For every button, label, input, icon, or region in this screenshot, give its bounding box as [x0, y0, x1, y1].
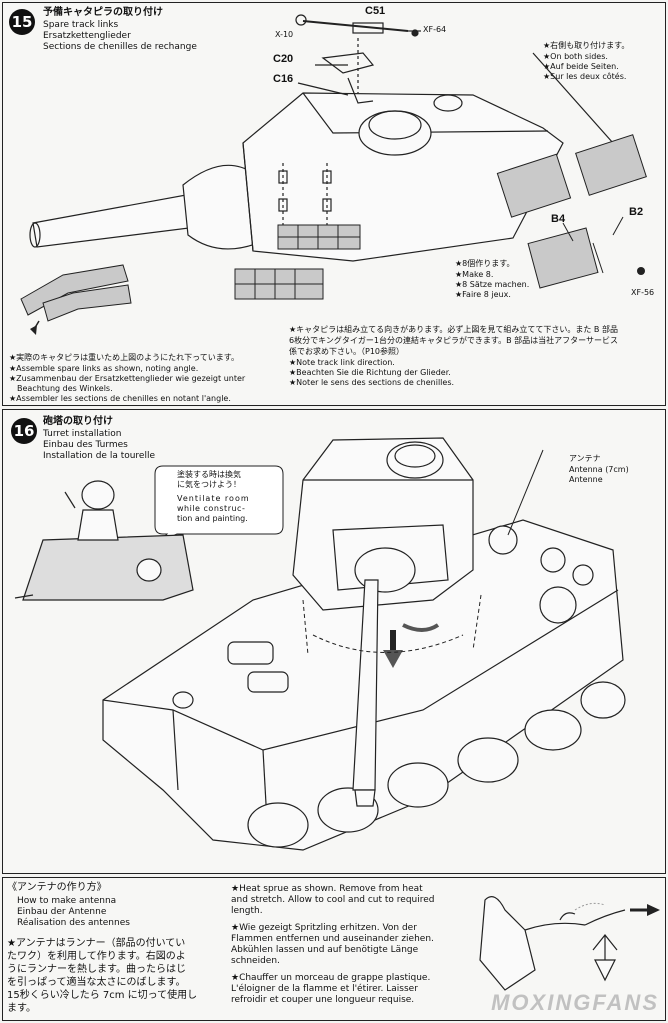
- howto-jp-3: うにランナーを熱します。曲ったらはじ: [7, 964, 186, 975]
- step-16-panel: 16 砲塔の取り付け Turret installation Einbau de…: [2, 409, 666, 874]
- note-left-1: ★実際のキャタピラは重いため上図のようにたれ下っています。: [9, 353, 239, 362]
- note-left-5: ★Assembler les sections de chenilles en …: [9, 394, 231, 403]
- howto-title-en: How to make antenna: [17, 896, 117, 906]
- part-label-c20: C20: [273, 53, 294, 65]
- note-right-5: ★Beachten Sie die Richtung der Glieder.: [289, 368, 451, 377]
- bubble-en-3: tion and painting.: [177, 514, 248, 523]
- step-title-jp: 砲塔の取り付け: [43, 416, 113, 427]
- note-both-sides-en: ★On both sides.: [543, 52, 608, 61]
- howto-de-2: Flammen entfernen und auseinander ziehen…: [231, 934, 434, 944]
- howto-en-1: ★Heat sprue as shown. Remove from heat: [231, 884, 423, 894]
- antenna-label-en: Antenna (7cm): [569, 465, 629, 474]
- note-left-4: Beachtung des Winkels.: [17, 384, 113, 393]
- howto-en-3: length.: [231, 906, 263, 916]
- note-left-2: ★Assemble spare links as shown, noting a…: [9, 364, 199, 373]
- howto-jp-1: ★アンテナはランナー（部品の付いてい: [7, 938, 186, 949]
- howto-fr-1: ★Chauffer un morceau de grappe plastique…: [231, 973, 431, 983]
- howto-jp-6: ます。: [7, 1003, 36, 1014]
- howto-fr-3: refroidir et couper une longueur requise…: [231, 995, 415, 1005]
- step-title-fr: Installation de la tourelle: [43, 451, 156, 461]
- paint-label-xf64: XF-64: [423, 25, 447, 34]
- howto-de-3: Abkühlen lassen und auf benötigte Länge: [231, 945, 419, 955]
- sprue-stretch-illustration: [479, 896, 660, 991]
- note-make8-jp: ★8個作ります。: [455, 259, 515, 268]
- bubble-jp-2: に気をつけよう！: [177, 480, 241, 489]
- note-both-sides-fr: ★Sur les deux côtés.: [543, 72, 627, 81]
- howto-jp-5: 15秒くらい冷したら 7cm に切って使用し: [7, 990, 198, 1001]
- howto-jp-4: を引っぱって適当な太さにのばします。: [7, 977, 186, 988]
- bubble-jp-1: 塗装する時は換気: [177, 470, 241, 479]
- watermark: MOXINGFANS: [491, 990, 659, 1015]
- part-label-x10: X-10: [275, 30, 294, 39]
- note-right-3: 係でお求め下さい。（P10参照）: [289, 347, 405, 356]
- howto-jp-2: たワク）を利用して作ります。右図のよ: [7, 951, 186, 962]
- step-number: 15: [9, 9, 35, 35]
- step-15-panel: 15 予備キャタピラの取り付け Spare track links Ersatz…: [2, 2, 666, 406]
- note-both-sides-jp: ★右側も取り付けます。: [543, 41, 630, 50]
- note-right-4: ★Note track link direction.: [289, 358, 395, 367]
- howto-title-de: Einbau der Antenne: [17, 907, 107, 917]
- note-make8-de: ★8 Sätze machen.: [455, 280, 530, 289]
- bubble-en-2: while construc-: [177, 504, 246, 513]
- howto-de-4: schneiden.: [231, 956, 280, 966]
- paint-label-xf56: XF-56: [631, 288, 655, 297]
- step-title-en: Spare track links: [43, 20, 119, 30]
- step-title-en: Turret installation: [43, 429, 122, 439]
- note-right-1: ★キャタピラは組み立てる向きがあります。必ず上図を見て組み立てて下さい。また B…: [289, 325, 618, 334]
- note-right-2: 6枚分でキングタイガー1台分の連結キャタピラができます。B 部品は当社アフターサ…: [289, 336, 619, 345]
- note-make8-en: ★Make 8.: [455, 270, 494, 279]
- note-left-3: ★Zusammenbau der Ersatzkettenglieder wie…: [9, 374, 246, 383]
- bubble-en-1: Ventilate room: [177, 494, 250, 503]
- antenna-howto-panel: 《アンテナの作り方》 How to make antenna Einbau de…: [2, 877, 666, 1021]
- turret-spare-links-drawing: [20, 14, 647, 335]
- turret-installation-drawing: [14, 437, 626, 851]
- part-label-c51: C51: [365, 5, 386, 17]
- howto-fr-2: L'éloigner de la flamme et l'étirer. Lai…: [231, 984, 418, 994]
- note-both-sides-de: ★Auf beide Seiten.: [543, 62, 619, 71]
- howto-de-1: ★Wie gezeigt Spritzling erhitzen. Von de…: [231, 923, 417, 933]
- howto-title-jp: 《アンテナの作り方》: [7, 882, 107, 893]
- howto-title-fr: Réalisation des antennes: [17, 918, 130, 928]
- part-label-b4: B4: [551, 213, 566, 225]
- howto-en-2: and stretch. Allow to cool and cut to re…: [231, 895, 435, 905]
- part-label-c16: C16: [273, 73, 294, 85]
- antenna-label-de: Antenne: [569, 475, 603, 484]
- step-title-de: Ersatzkettenglieder: [43, 31, 131, 41]
- step-title-fr: Sections de chenilles de rechange: [43, 42, 197, 52]
- note-make8-fr: ★Faire 8 jeux.: [455, 290, 511, 299]
- part-label-b2: B2: [629, 206, 644, 218]
- note-right-6: ★Noter le sens des sections de chenilles…: [289, 378, 455, 387]
- step-title-jp: 予備キャタピラの取り付け: [43, 7, 163, 18]
- step-number: 16: [11, 418, 37, 444]
- antenna-label-jp: アンテナ: [569, 454, 601, 463]
- step-title-de: Einbau des Turmes: [43, 440, 128, 450]
